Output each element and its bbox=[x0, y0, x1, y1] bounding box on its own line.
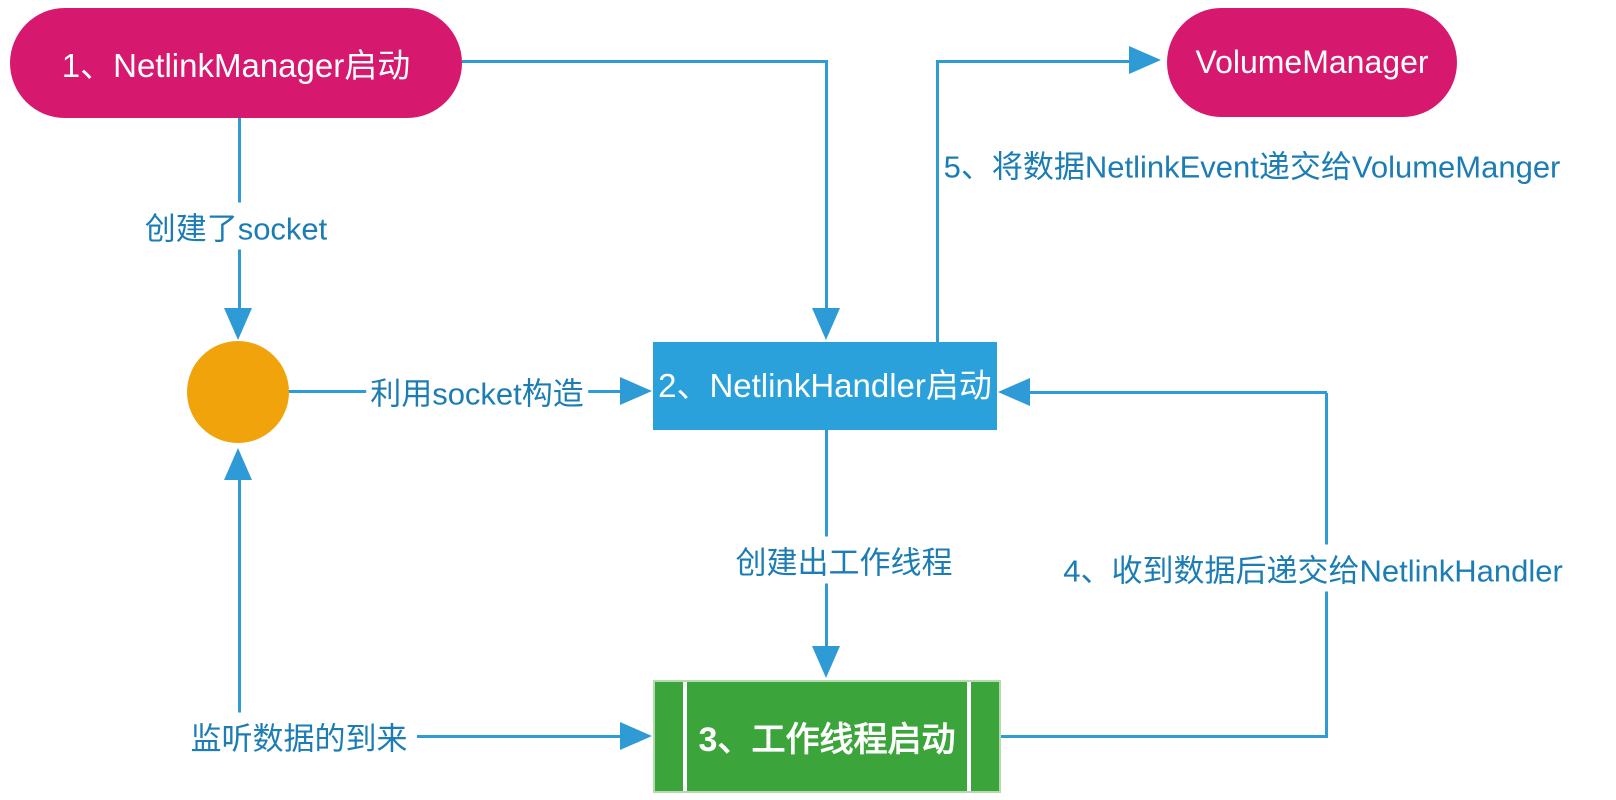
node-netlink-manager: 1、NetlinkManager启动 bbox=[10, 8, 462, 118]
node-volume-manager: VolumeManager bbox=[1167, 8, 1457, 117]
socket-circle bbox=[187, 341, 289, 443]
edge-label-create-worker-thread: 创建出工作线程 bbox=[731, 536, 957, 584]
edge-label-create-socket: 创建了socket bbox=[140, 202, 332, 250]
connector-manager-to-handler-horizontal bbox=[462, 60, 828, 63]
node-netlink-manager-label: 1、NetlinkManager启动 bbox=[61, 47, 411, 84]
arrowhead-up-into-socket-icon bbox=[224, 448, 252, 480]
connector-listen-to-worker bbox=[417, 735, 620, 738]
arrowhead-right-into-worker-icon bbox=[620, 722, 652, 750]
connector-manager-to-handler-vertical bbox=[825, 60, 828, 308]
arrowhead-down-into-handler-icon bbox=[812, 308, 840, 340]
edge-label-step4: 4、收到数据后递交给NetlinkHandler bbox=[1059, 544, 1567, 592]
arrowhead-right-into-volume-icon bbox=[1129, 46, 1161, 74]
node-volume-manager-label: VolumeManager bbox=[1195, 44, 1429, 80]
node-worker-thread: 3、工作线程启动 bbox=[653, 680, 1001, 793]
arrowhead-down-into-socket-icon bbox=[224, 308, 252, 340]
arrowhead-down-into-worker-icon bbox=[812, 646, 840, 678]
connector-handler-to-volume-vertical bbox=[936, 61, 939, 343]
edge-label-listen-for-data: 监听数据的到来 bbox=[186, 712, 412, 760]
node-worker-thread-label: 3、工作线程启动 bbox=[698, 721, 956, 759]
edge-label-step5: 5、将数据NetlinkEvent递交给VolumeManger bbox=[939, 140, 1565, 188]
connector-worker-to-handler-top bbox=[1030, 391, 1327, 394]
arrowhead-left-into-handler-icon bbox=[998, 378, 1030, 406]
worker-box-left-divider bbox=[683, 682, 687, 791]
node-netlink-handler: 2、NetlinkHandler启动 bbox=[653, 342, 997, 430]
worker-box-right-divider bbox=[967, 682, 971, 791]
node-netlink-handler-label: 2、NetlinkHandler启动 bbox=[658, 366, 992, 404]
connector-listen-vertical bbox=[238, 480, 241, 713]
edge-label-construct-with-socket: 利用socket构造 bbox=[366, 367, 588, 415]
connector-handler-to-volume-horizontal bbox=[936, 60, 1129, 63]
arrowhead-right-into-handler-icon bbox=[620, 377, 652, 405]
connector-worker-out-bottom bbox=[1001, 735, 1328, 738]
